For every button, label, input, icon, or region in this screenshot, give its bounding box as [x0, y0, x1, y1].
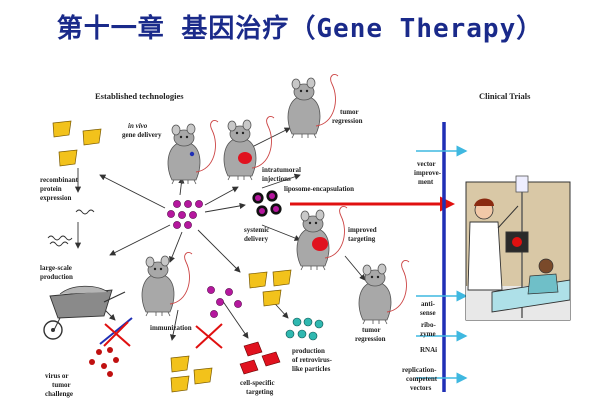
label-rnai: RNAi — [420, 346, 437, 354]
label-challenge: challenge — [45, 390, 73, 398]
dna-squiggles — [47, 209, 95, 247]
label-anti: anti- — [421, 300, 436, 308]
page-title: 第十一章 基因治疗（Gene Therapy） — [56, 14, 544, 44]
label-ment: ment — [418, 178, 434, 186]
label-zyme: zyme — [420, 330, 436, 338]
label-vector: vector — [417, 160, 436, 168]
label-replication: replication- — [402, 366, 437, 374]
blocked-challenge-marks — [99, 317, 223, 349]
cyan-arrows — [416, 145, 468, 384]
label-like-particles: like particles — [292, 365, 331, 373]
label-virus-or: virus or — [45, 372, 69, 380]
label-systemic: systemic — [244, 226, 269, 234]
label-retrovirus-production: production — [292, 347, 325, 355]
label-tumor: tumor — [52, 381, 71, 389]
label-injections: injections — [262, 175, 291, 183]
label-delivery: delivery — [244, 235, 269, 243]
protein-chips-center — [248, 269, 292, 307]
cell-specific-targeting-shapes — [239, 341, 281, 375]
label-gene-delivery: gene delivery — [122, 131, 162, 139]
clinical-trials-header: Clinical Trials — [479, 91, 531, 101]
label-ribo: ribo- — [421, 321, 436, 329]
label-competent: competent — [406, 375, 438, 383]
label-improved-targeting: targeting — [348, 235, 376, 243]
liposome-cluster — [252, 190, 282, 217]
virus-dots — [89, 347, 119, 377]
label-protein: protein — [40, 185, 62, 193]
label-expression: expression — [40, 194, 71, 202]
label-vectors: vectors — [410, 384, 432, 392]
label-improved: improved — [348, 226, 377, 234]
protein-chips-top — [52, 120, 102, 167]
mouse-immunization — [141, 251, 193, 317]
central-particle-cluster — [167, 200, 203, 229]
label-regression-bottom: regression — [355, 335, 386, 343]
protein-chips-bottom — [170, 355, 213, 393]
label-improve: improve- — [414, 169, 442, 177]
clinical-scene-illustration — [465, 175, 571, 321]
mouse-improved-targeting — [296, 205, 348, 271]
label-regression-top: regression — [332, 117, 363, 125]
label-production: production — [40, 273, 73, 281]
label-in-vivo: in vivo — [128, 122, 148, 130]
mouse-intratumoral — [223, 115, 275, 181]
label-liposome: liposome-encapsulation — [284, 185, 354, 193]
retrovirus-like-particles — [285, 317, 324, 341]
label-tumor-top: tumor — [340, 108, 359, 116]
established-technologies-header: Established technologies — [95, 91, 184, 101]
label-intratumoral: intratumoral — [262, 166, 301, 174]
label-large-scale: large-scale — [40, 264, 72, 272]
label-recombinant: recombinant — [40, 176, 79, 184]
label-targeting: targeting — [246, 388, 274, 396]
wheelbarrow-icon — [43, 285, 126, 340]
label-tumor-bottom: tumor — [362, 326, 381, 334]
mouse-in-vivo — [167, 119, 219, 185]
label-immunization: immunization — [150, 324, 192, 332]
scattered-particles — [207, 286, 242, 318]
label-cell-specific: cell-specific — [240, 379, 275, 387]
mouse-tumor-regression-top — [287, 73, 339, 139]
central-arrows — [74, 127, 366, 341]
label-sense: sense — [420, 309, 436, 317]
mouse-tumor-regression-bottom — [358, 259, 410, 325]
label-retrovirus: of retrovirus- — [292, 356, 333, 364]
